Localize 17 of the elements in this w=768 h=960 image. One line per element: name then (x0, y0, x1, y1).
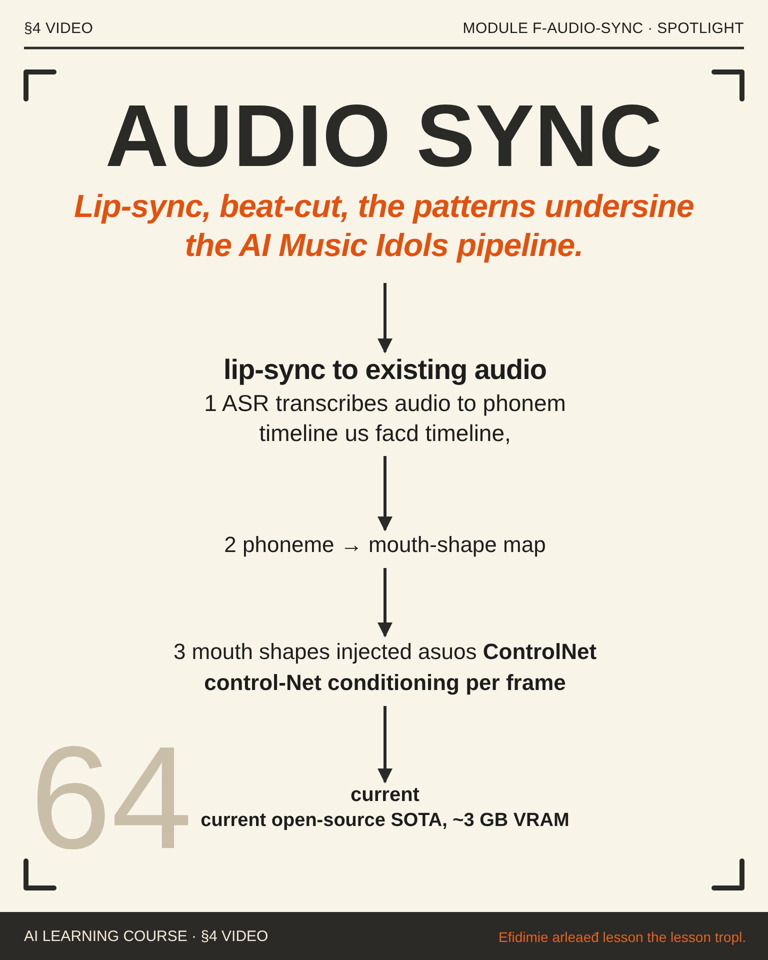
arrow (378, 568, 392, 638)
section-label: §4 VIDEO (24, 20, 94, 37)
arrow (378, 456, 392, 532)
title: AUDIO SYNC (104, 88, 664, 184)
big-number: 64 (30, 740, 192, 857)
step-text: 2 phoneme → mouth-shape map (223, 531, 547, 559)
step-text: 3 mouth shapes injected asuos ControlNet control-Net conditioning per frame (172, 638, 598, 697)
footer-note: Efidimie arleaeđ lesson the lesson tropl. (498, 929, 746, 945)
arrow (378, 283, 392, 354)
subtitle: Lip-sync, beat-cut, the patterns undersine the AI Music Idols pipeline. (73, 187, 695, 265)
module-label: MODULE F-AUDIO-SYNC · SPOTLIGHT (462, 20, 744, 37)
footer-text: AI LEARNING COURSE · §4 VIDEO (24, 928, 268, 945)
step-heading: current (350, 783, 420, 808)
step-heading: lip-sync to existing audio (222, 353, 548, 387)
step-text: current open-source SOTA, ~3 GB VRAM (200, 809, 570, 833)
step-text: 1 ASR transcribes audio to phonem timeline us facd timeline, (203, 389, 567, 448)
arrow (378, 706, 392, 784)
